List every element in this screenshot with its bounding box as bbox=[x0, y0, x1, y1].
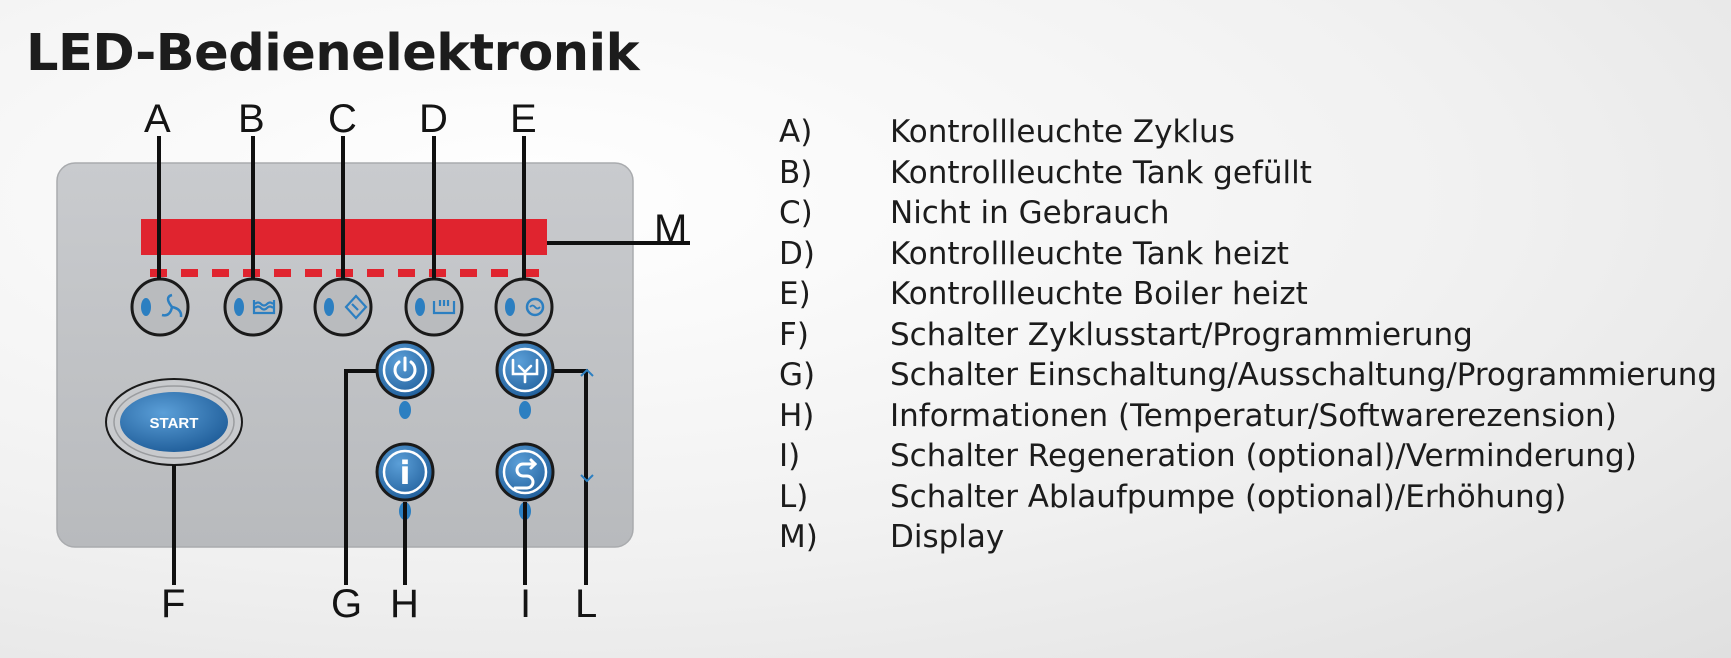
callout-line-g bbox=[344, 369, 377, 585]
page-title: LED-Bedienelektronik bbox=[26, 24, 639, 83]
legend-key: M) bbox=[779, 519, 818, 555]
legend-item: F) Schalter Zyklusstart/Programmierung bbox=[779, 315, 1717, 356]
power-button[interactable] bbox=[375, 340, 435, 400]
legend-key: E) bbox=[779, 276, 811, 312]
legend-item: L) Schalter Ablaufpumpe (optional)/Erhöhu… bbox=[779, 477, 1717, 518]
legend-key: F) bbox=[779, 316, 809, 353]
legend-key: H) bbox=[779, 397, 815, 434]
legend-text: Schalter Zyklusstart/Programmierung bbox=[890, 316, 1473, 353]
start-button-label: START bbox=[150, 415, 199, 432]
legend-item: I) Schalter Regeneration (optional)/Vermi… bbox=[779, 436, 1717, 477]
boiler-icon bbox=[525, 297, 545, 317]
legend-item: H) Informationen (Temperatur/Softwarereze… bbox=[779, 396, 1717, 437]
legend-text: Schalter Regeneration (optional)/Vermind… bbox=[890, 438, 1637, 474]
power-led bbox=[399, 401, 411, 419]
decrease-arrow-icon bbox=[580, 474, 594, 483]
callout-label-i: I bbox=[520, 582, 531, 626]
start-button[interactable]: START bbox=[105, 378, 243, 466]
tank-heating-icon bbox=[432, 300, 456, 315]
power-icon bbox=[393, 356, 417, 382]
callout-label-f: F bbox=[161, 582, 185, 626]
callout-label-m: M bbox=[654, 207, 687, 251]
legend-list: A) Kontrollleuchte Zyklus B) Kontrollleuch… bbox=[779, 112, 1717, 558]
legend-item: D) Kontrollleuchte Tank heizt bbox=[779, 234, 1717, 275]
legend-item: G) Schalter Einschaltung/Ausschaltung/Pro… bbox=[779, 355, 1717, 396]
regeneration-button[interactable] bbox=[495, 442, 555, 502]
legend-key: L) bbox=[779, 478, 809, 515]
diamond-icon bbox=[344, 294, 368, 320]
legend-key: B) bbox=[779, 154, 813, 191]
callout-label-c: C bbox=[328, 97, 357, 141]
legend-text: Kontrollleuchte Tank heizt bbox=[890, 235, 1289, 272]
legend-text: Informationen (Temperatur/Softwarerezens… bbox=[890, 397, 1617, 434]
legend-item: A) Kontrollleuchte Zyklus bbox=[779, 112, 1717, 153]
legend-item: E) Kontrollleuchte Boiler heizt bbox=[779, 274, 1717, 315]
legend-key: D) bbox=[779, 235, 815, 272]
legend-key: G) bbox=[779, 357, 816, 393]
legend-text: Schalter Ablaufpumpe (optional)/Erhöhung… bbox=[890, 478, 1567, 515]
led-indicator-cycle bbox=[130, 277, 190, 337]
led-indicator-unused bbox=[313, 277, 373, 337]
legend-key: C) bbox=[779, 195, 813, 231]
callout-label-e: E bbox=[510, 97, 537, 141]
legend-item: M) Display bbox=[779, 517, 1717, 558]
regeneration-icon bbox=[513, 458, 538, 490]
legend-text: Schalter Einschaltung/Ausschaltung/Progr… bbox=[890, 357, 1718, 393]
callout-label-a: A bbox=[144, 97, 171, 141]
drain-pump-icon bbox=[511, 358, 539, 384]
increase-arrow-icon bbox=[580, 368, 594, 377]
callout-label-g: G bbox=[331, 582, 362, 626]
tank-full-icon bbox=[252, 300, 276, 315]
legend-text: Kontrollleuchte Tank gefüllt bbox=[890, 154, 1312, 191]
callout-label-h: H bbox=[390, 582, 419, 626]
legend-text: Kontrollleuchte Zyklus bbox=[890, 114, 1235, 150]
callout-label-d: D bbox=[419, 97, 448, 141]
info-icon: i bbox=[400, 454, 411, 492]
info-button[interactable]: i bbox=[375, 442, 435, 502]
control-panel-diagram: M bbox=[56, 97, 690, 626]
legend-item: B) Kontrollleuchte Tank gefüllt bbox=[779, 153, 1717, 194]
legend-text: Kontrollleuchte Boiler heizt bbox=[890, 276, 1308, 312]
callout-label-b: B bbox=[238, 97, 265, 141]
drain-pump-led bbox=[519, 401, 531, 419]
led-indicator-boiler-heating bbox=[494, 277, 554, 337]
led-indicator-tank-heating bbox=[404, 277, 464, 337]
legend-key: A) bbox=[779, 114, 813, 150]
legend-text: Nicht in Gebrauch bbox=[890, 195, 1170, 231]
drain-pump-button[interactable] bbox=[495, 340, 555, 400]
fan-icon bbox=[161, 293, 183, 318]
legend-key: I) bbox=[779, 438, 801, 474]
callout-label-l: L bbox=[575, 582, 597, 626]
led-indicator-tank-filled bbox=[223, 277, 283, 337]
legend-item: C) Nicht in Gebrauch bbox=[779, 193, 1717, 234]
legend-text: Display bbox=[890, 519, 1005, 555]
